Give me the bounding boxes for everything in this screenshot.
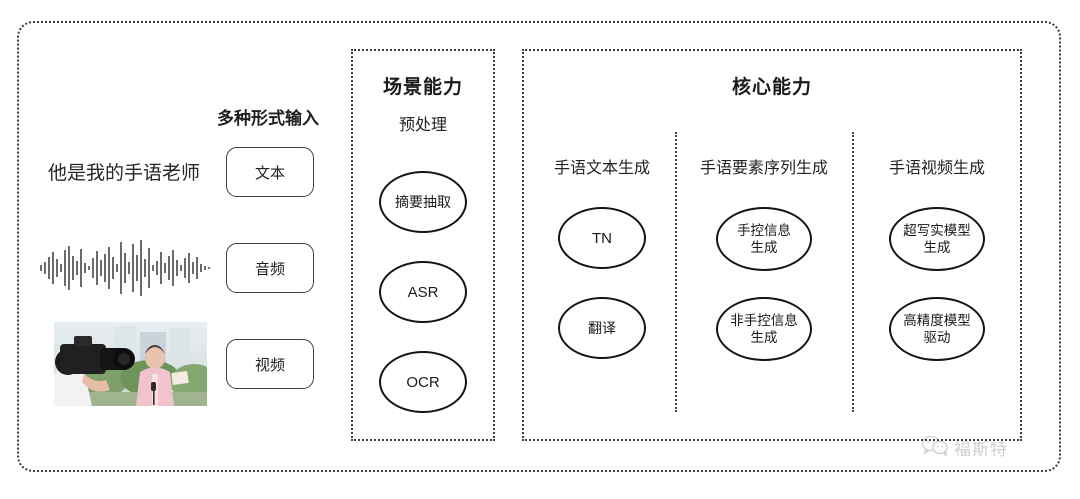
core-node-non-manual-signal-generation[interactable]: 非手控信息 生成: [716, 297, 812, 361]
core-column-sign-element-sequence-generation: 手语要素序列生成 手控信息 生成 非手控信息 生成: [684, 159, 844, 361]
scene-panel-subtitle: 预处理: [398, 117, 447, 134]
scene-panel-title: 场景能力: [382, 77, 463, 98]
audio-waveform-icon: [40, 240, 212, 296]
modality-pill-audio[interactable]: 音频: [226, 243, 314, 293]
core-node-non-manual-signal-line2: 生成: [750, 330, 778, 345]
core-column-sign-video-generation: 手语视频生成 超写实模型 生成 高精度模型 驱动: [862, 159, 1012, 361]
modality-pill-text[interactable]: 文本: [226, 147, 314, 197]
scene-node-asr[interactable]: ASR: [379, 261, 467, 323]
core-node-high-precision-line1: 高精度模型: [903, 313, 971, 328]
core-column-divider-1: [675, 132, 677, 412]
core-column-1-label: 手语文本生成: [553, 160, 650, 177]
core-column-2-label: 手语要素序列生成: [699, 160, 828, 177]
video-thumbnail-icon: [54, 322, 207, 406]
core-capability-panel: 核心能力 手语文本生成 TN 翻译 手语要素序列生成 手控信息 生成: [522, 49, 1022, 441]
scene-capability-panel: 场景能力 预处理 摘要抽取 ASR OCR: [351, 49, 495, 441]
core-node-hyperrealistic-model-generation[interactable]: 超写实模型 生成: [889, 207, 985, 271]
core-node-high-precision-model-driving[interactable]: 高精度模型 驱动: [889, 297, 985, 361]
core-node-tn[interactable]: TN: [558, 207, 646, 269]
watermark: 福斯特: [921, 434, 1008, 461]
core-column-sign-text-generation: 手语文本生成 TN 翻译: [532, 159, 672, 359]
modality-pill-video[interactable]: 视频: [226, 339, 314, 389]
core-panel-title: 核心能力: [731, 77, 812, 98]
core-node-manual-signal-generation[interactable]: 手控信息 生成: [716, 207, 812, 271]
core-node-non-manual-signal-line1: 非手控信息: [730, 313, 798, 328]
scene-node-ocr[interactable]: OCR: [379, 351, 467, 413]
core-node-manual-signal-line1: 手控信息: [737, 223, 791, 238]
outer-dotted-frame: [17, 21, 1061, 472]
watermark-text: 福斯特: [954, 440, 1008, 459]
core-node-high-precision-line2: 驱动: [923, 330, 951, 345]
core-node-hyperrealistic-line2: 生成: [923, 240, 951, 255]
input-section-heading: 多种形式输入: [217, 109, 319, 128]
core-column-3-label: 手语视频生成: [888, 160, 985, 177]
core-node-manual-signal-line2: 生成: [750, 240, 778, 255]
core-column-divider-2: [852, 132, 854, 412]
scene-node-summary-extraction[interactable]: 摘要抽取: [379, 171, 467, 233]
wechat-bubbles-icon: [921, 434, 949, 461]
core-node-hyperrealistic-line1: 超写实模型: [903, 223, 971, 238]
core-node-translation[interactable]: 翻译: [558, 297, 646, 359]
sample-sentence-text: 他是我的手语老师: [48, 163, 201, 184]
